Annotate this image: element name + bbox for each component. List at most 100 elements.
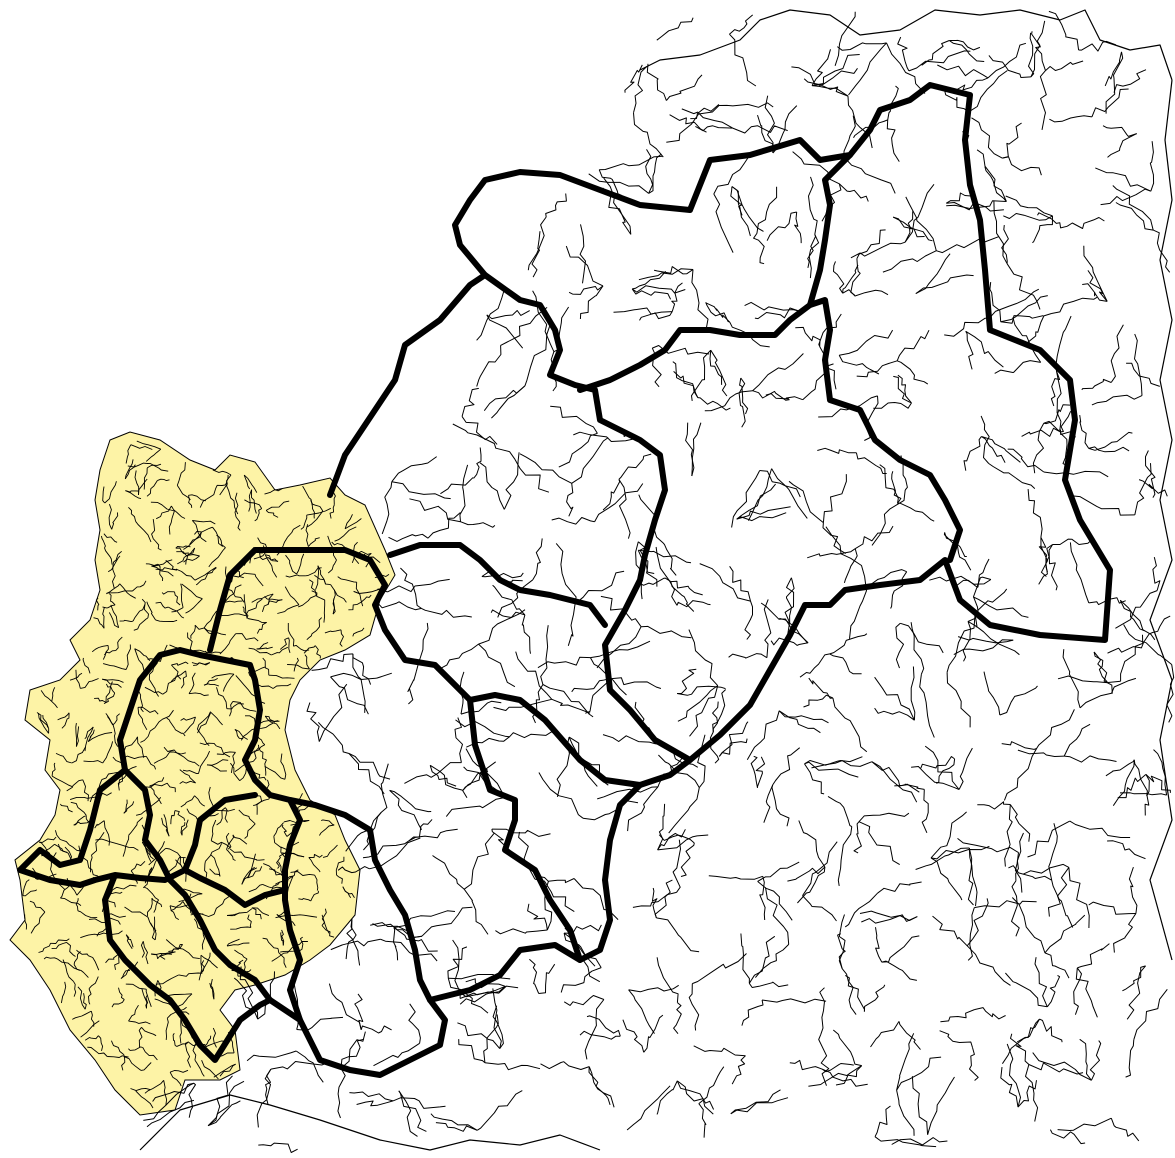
municipality-boundary <box>859 910 918 921</box>
municipality-boundary <box>57 712 70 721</box>
municipality-boundary <box>196 711 211 730</box>
municipality-boundary <box>271 646 288 656</box>
municipality-boundary <box>967 847 974 906</box>
municipality-boundary <box>380 938 438 962</box>
municipality-boundary <box>314 874 319 891</box>
municipality-boundary <box>393 927 438 952</box>
municipality-boundary <box>833 261 845 294</box>
municipality-boundary <box>256 796 263 815</box>
municipality-boundary <box>38 713 49 734</box>
municipality-boundary <box>626 1085 671 1131</box>
municipality-boundary <box>1105 51 1124 114</box>
municipality-boundary <box>693 1045 746 1057</box>
municipality-boundary <box>877 881 922 894</box>
municipality-boundary <box>256 1068 272 1128</box>
municipality-boundary <box>730 1097 789 1115</box>
municipality-boundary <box>447 946 468 979</box>
municipality-boundary <box>772 747 801 786</box>
municipality-boundary <box>308 537 320 547</box>
municipality-boundary <box>171 661 189 666</box>
municipality-boundary <box>752 390 790 401</box>
municipality-boundary <box>174 728 186 737</box>
municipality-boundary <box>1017 1080 1037 1108</box>
municipality-boundary <box>531 231 541 278</box>
municipality-boundary <box>314 645 321 659</box>
municipality-boundary <box>794 211 802 244</box>
municipality-boundary <box>140 1062 152 1071</box>
municipality-boundary <box>603 177 632 235</box>
municipality-boundary <box>1066 217 1105 229</box>
municipality-boundary <box>208 547 226 568</box>
municipality-boundary <box>429 764 468 799</box>
municipality-boundary <box>277 604 300 614</box>
municipality-boundary <box>798 820 826 868</box>
municipality-boundary <box>1088 431 1133 451</box>
municipality-boundary <box>748 981 789 988</box>
municipality-boundary <box>709 350 723 385</box>
municipality-boundary <box>1001 1018 1040 1064</box>
municipality-boundary <box>1063 723 1091 757</box>
municipality-boundary <box>1037 212 1068 229</box>
municipality-boundary <box>858 821 900 866</box>
municipality-boundary <box>1005 195 1053 217</box>
municipality-boundary <box>101 771 118 781</box>
municipality-boundary <box>276 856 281 869</box>
municipality-boundary <box>463 832 495 890</box>
municipality-boundary <box>802 841 838 896</box>
municipality-boundary <box>843 115 856 157</box>
municipality-boundary <box>447 978 489 1014</box>
municipality-boundary <box>476 1090 523 1131</box>
municipality-boundary <box>542 684 594 718</box>
municipality-boundary <box>113 729 119 747</box>
municipality-boundary <box>492 584 526 616</box>
municipality-boundary <box>459 464 469 522</box>
municipality-boundary <box>657 829 686 851</box>
municipality-boundary <box>210 819 217 841</box>
municipality-boundary <box>429 765 457 787</box>
municipality-boundary <box>308 853 323 858</box>
municipality-boundary <box>1088 901 1136 915</box>
municipality-boundary <box>891 1137 948 1146</box>
municipality-boundary <box>330 938 381 951</box>
municipality-boundary <box>261 593 274 613</box>
municipality-boundary <box>244 823 256 839</box>
municipality-boundary <box>1038 544 1053 585</box>
municipality-boundary <box>80 933 99 939</box>
municipality-boundary <box>191 520 207 543</box>
municipality-boundary <box>320 819 335 826</box>
municipality-boundary <box>219 633 237 655</box>
municipality-boundary <box>127 462 147 468</box>
municipality-boundary <box>519 453 572 484</box>
municipality-boundary <box>151 565 174 577</box>
municipality-boundary <box>915 253 951 295</box>
municipality-boundary <box>590 640 651 659</box>
municipality-boundary <box>636 577 672 586</box>
municipality-boundary <box>235 675 253 695</box>
municipality-boundary <box>107 555 121 573</box>
municipality-boundary <box>870 1021 900 1048</box>
municipality-boundary <box>1079 1038 1092 1081</box>
municipality-boundary <box>240 727 257 741</box>
municipality-boundary <box>245 598 263 616</box>
municipality-boundary <box>69 796 96 801</box>
municipality-boundary <box>718 721 749 757</box>
municipality-boundary <box>752 353 804 392</box>
municipality-boundary <box>486 310 530 320</box>
municipality-boundary <box>142 1047 158 1061</box>
municipality-boundary <box>871 761 918 803</box>
municipality-boundary <box>1016 1018 1040 1043</box>
municipality-boundary <box>989 282 1002 322</box>
municipality-boundary <box>145 756 157 770</box>
municipality-boundary <box>185 598 203 614</box>
municipality-boundary <box>586 1015 621 1037</box>
municipality-boundary <box>290 871 315 876</box>
municipality-boundary <box>107 716 115 730</box>
municipality-boundary <box>1003 748 1038 801</box>
municipality-boundary <box>771 784 790 827</box>
municipality-boundary <box>588 173 649 194</box>
municipality-boundary <box>639 311 673 321</box>
municipality-boundary <box>819 987 825 1035</box>
municipality-boundary <box>861 914 918 924</box>
municipality-boundary <box>670 581 695 612</box>
municipality-boundary <box>1091 394 1143 406</box>
